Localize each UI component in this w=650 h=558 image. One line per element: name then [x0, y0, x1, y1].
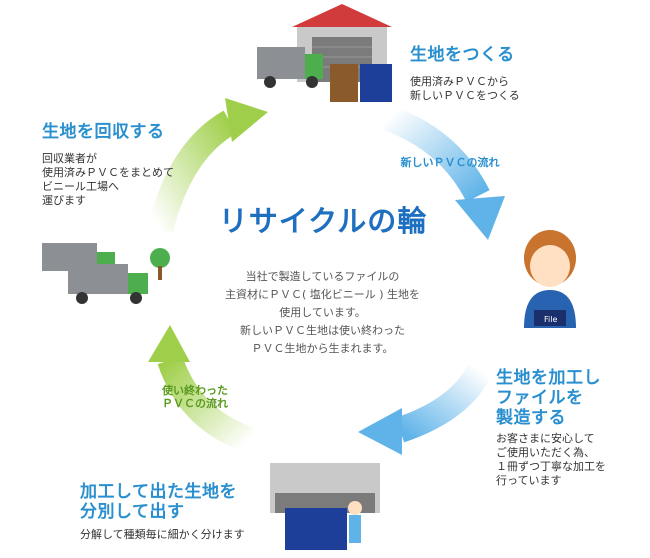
file-label: File — [544, 315, 557, 324]
step-make: 生地をつくる 使用済みＰＶＣから 新しいＰＶＣをつくる — [410, 45, 520, 103]
flow-label-new-pvc: 新しいＰＶＣの流れ — [400, 156, 500, 169]
sorting-factory-illustration — [270, 463, 380, 550]
arrow-new-pvc-top — [383, 105, 505, 240]
center-text: 当社で製造しているファイルの 主資材にＰＶＣ( 塩化ビニール ) 生地を 使用し… — [224, 270, 421, 355]
step-make-title: 生地をつくる — [410, 45, 515, 65]
step-collect-desc: 回収業者が 使用済みＰＶＣをまとめて ビニール工場へ 運びます — [42, 152, 174, 207]
factory-truck-illustration — [257, 4, 392, 102]
step-collect-title: 生地を回収する — [42, 122, 165, 142]
step-process-title: 生地を加工し ファイルを 製造する — [496, 368, 601, 428]
step-process-desc: お客さまに安心して ご使用いただく為、 １冊ずつ丁寧な加工を 行っています — [496, 432, 606, 487]
flow-label-used-pvc: 使い終わった ＰＶＣの流れ — [162, 384, 228, 410]
arrow-new-pvc-bottom — [358, 363, 492, 455]
step-sort: 加工して出た生地を 分別して出す 分解して種類毎に細かく分けます — [80, 482, 245, 542]
step-sort-desc: 分解して種類毎に細かく分けます — [80, 528, 245, 541]
worker-with-file-illustration: File — [524, 230, 576, 328]
step-collect: 生地を回収する 回収業者が 使用済みＰＶＣをまとめて ビニール工場へ 運びます — [42, 122, 174, 208]
center-title: リサイクルの輪 — [218, 204, 428, 238]
step-process: 生地を加工し ファイルを 製造する お客さまに安心して ご使用いただく為、 １冊… — [496, 368, 606, 488]
arrow-used-pvc-bottom — [148, 325, 255, 453]
trucks-illustration — [42, 243, 170, 304]
step-make-desc: 使用済みＰＶＣから 新しいＰＶＣをつくる — [410, 75, 520, 102]
step-sort-title: 加工して出た生地を 分別して出す — [80, 482, 237, 522]
arrow-used-pvc-top — [147, 98, 268, 234]
